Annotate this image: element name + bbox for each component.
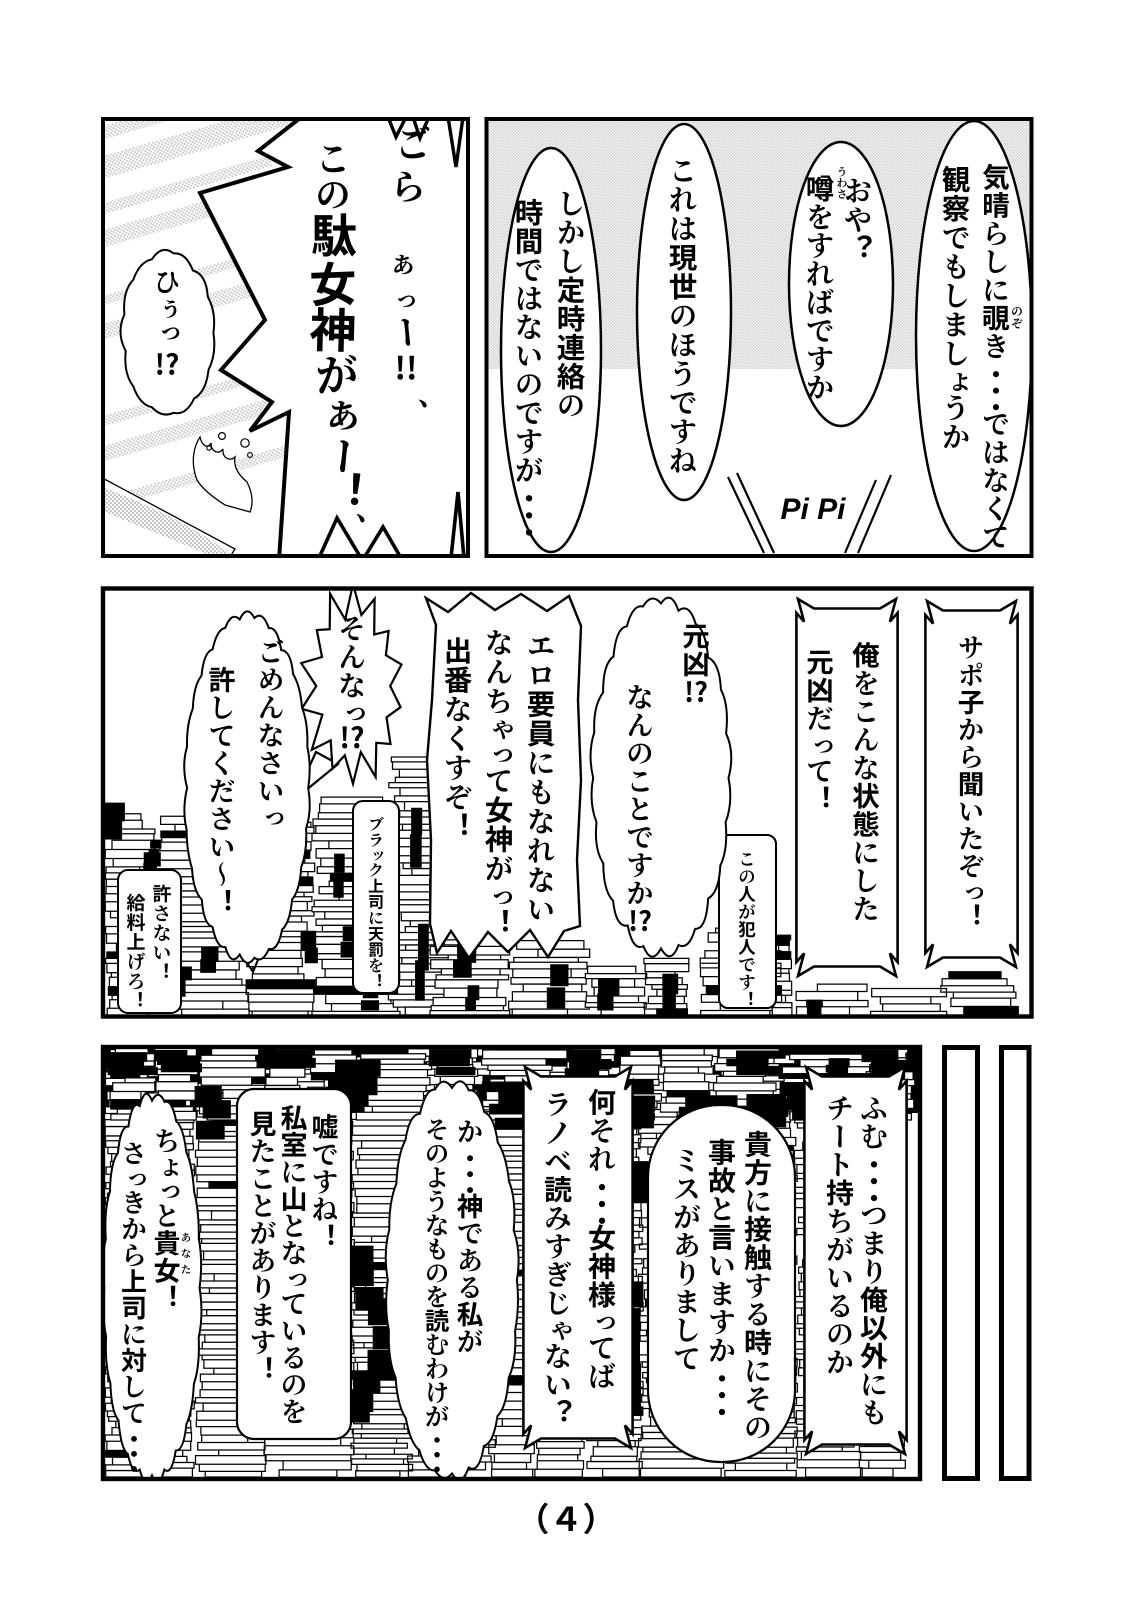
svg-text:Pi Pi: Pi Pi [780, 493, 846, 526]
